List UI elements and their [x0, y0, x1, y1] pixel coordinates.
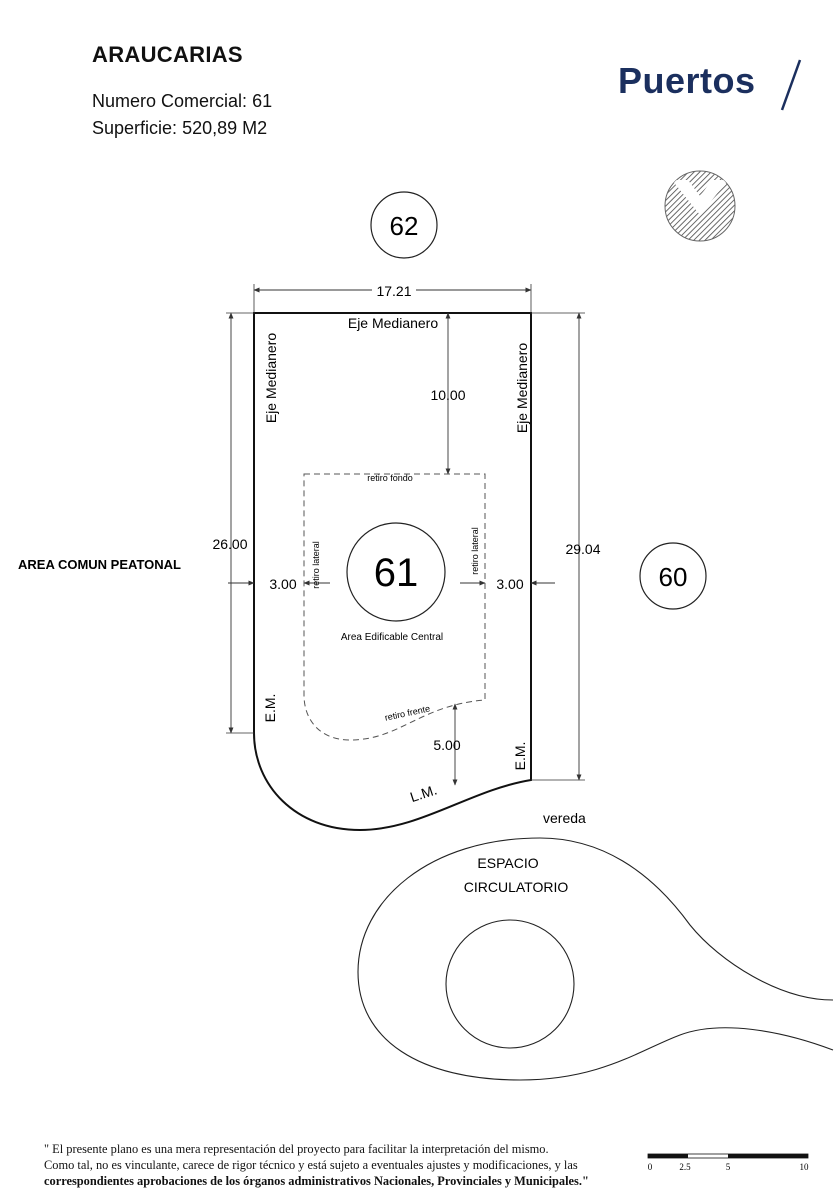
side-setback-left-label: 3.00 — [269, 576, 296, 592]
vereda-label: vereda — [543, 810, 586, 826]
linea-municipal: L.M. — [408, 781, 439, 805]
retiro-lateral-right: retiro lateral — [470, 527, 480, 575]
left-depth-label: 26.00 — [212, 536, 247, 552]
lot-boundary — [253, 312, 532, 832]
neighbor-lot-62: 62 — [370, 191, 438, 259]
scale-bar: 0 2.5 5 10 — [647, 1153, 810, 1172]
road-outline — [357, 837, 834, 1081]
neighbor-lot-60: 60 — [639, 542, 707, 610]
scale-tick-0: 0 — [648, 1162, 653, 1172]
eje-medianero-top: Eje Medianero — [348, 315, 438, 331]
circulatorio-label: CIRCULATORIO — [464, 879, 569, 895]
disclaimer-line-1: " El presente plano es una mera represen… — [44, 1142, 549, 1156]
superficie-value: 520,89 — [182, 118, 238, 138]
scale-tick-10: 10 — [800, 1162, 810, 1172]
numero-comercial-value: 61 — [252, 91, 273, 111]
disclaimer: " El presente plano es una mera represen… — [44, 1141, 604, 1189]
right-depth-label: 29.04 — [565, 541, 600, 557]
superficie-unit: M2 — [242, 118, 268, 138]
eje-medianero-left: Eje Medianero — [263, 333, 279, 423]
lot-number: 61 — [374, 551, 419, 595]
retiro-fondo: retiro fondo — [367, 473, 413, 483]
numero-comercial-label: Numero Comercial: — [92, 91, 248, 111]
plan-title: ARAUCARIAS — [92, 42, 243, 67]
superficie: Superficie: 520,89 M2 — [92, 118, 267, 139]
side-setback-right-label: 3.00 — [496, 576, 523, 592]
back-setback-label: 10.00 — [430, 387, 465, 403]
area-comun-peatonal: AREA COMUN PEATONAL — [18, 557, 181, 572]
numero-comercial: Numero Comercial: 61 — [92, 91, 272, 112]
em-left: E.M. — [262, 694, 278, 723]
superficie-label: Superficie: — [92, 118, 178, 138]
brand-logo: Puertos — [618, 60, 756, 101]
north-arrow-icon — [664, 170, 736, 242]
em-right: E.M. — [512, 742, 528, 771]
disclaimer-line-2: Como tal, no es vinculante, carece de ri… — [44, 1158, 578, 1172]
brand-slash-icon — [780, 59, 802, 111]
neighbor-right-label: 60 — [659, 562, 688, 592]
neighbor-top-label: 62 — [390, 211, 419, 241]
eje-medianero-right: Eje Medianero — [514, 343, 530, 433]
retiro-lateral-left: retiro lateral — [311, 541, 321, 589]
lot-number-circle — [346, 522, 446, 622]
roundabout-island — [445, 919, 575, 1049]
scale-tick-2-5: 2.5 — [679, 1162, 691, 1172]
front-setback-label: 5.00 — [433, 737, 460, 753]
scale-tick-5: 5 — [726, 1162, 731, 1172]
buildable-area — [303, 473, 486, 741]
disclaimer-line-3: correspondientes aprobaciones de los órg… — [44, 1174, 589, 1188]
retiro-frente: retiro frente — [384, 703, 431, 722]
area-edificable: Area Edificable Central — [341, 632, 443, 643]
top-width-label: 17.21 — [376, 283, 411, 299]
espacio-label: ESPACIO — [477, 855, 538, 871]
